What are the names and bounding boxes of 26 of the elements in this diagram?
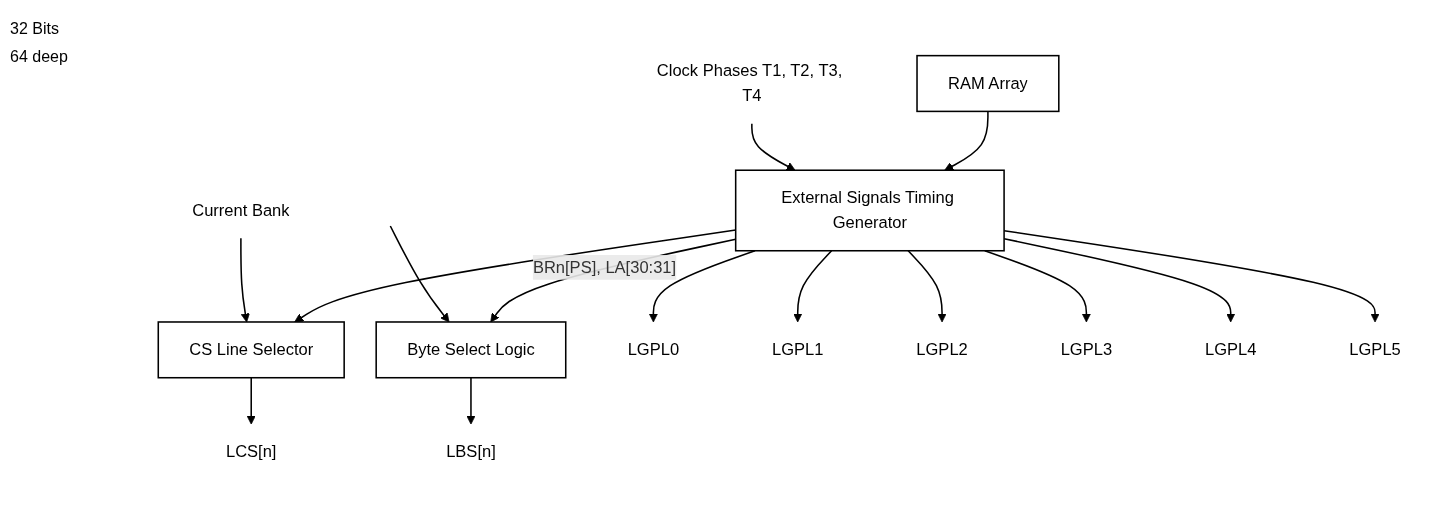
node-box: RAM Array <box>916 54 1060 113</box>
arrow <box>751 122 796 171</box>
arrow <box>907 249 947 323</box>
dimension-label: 32 Bits <box>10 20 60 38</box>
node-box: Byte Select Logic <box>375 321 567 379</box>
dimension-label: 64 deep <box>10 48 69 66</box>
arrow <box>984 249 1091 323</box>
node-text: LGPL3 <box>1060 340 1113 359</box>
node-text: LCS[n] <box>225 442 277 461</box>
arrow <box>793 249 833 323</box>
node-text: LGPL2 <box>916 340 968 359</box>
node-text: LBS[n] <box>446 442 496 461</box>
arrow <box>944 110 989 171</box>
node-text: LGPL1 <box>772 340 824 359</box>
arrow <box>246 376 256 425</box>
arrow <box>389 225 450 323</box>
node-box: CS Line Selector <box>157 321 345 379</box>
arrow <box>240 237 250 323</box>
node-text: Current Bank <box>192 201 290 219</box>
node-text: LGPL0 <box>627 340 680 359</box>
node-text: LGPL4 <box>1205 340 1257 359</box>
edge-label: BRn[PS], LA[30:31] <box>532 258 677 276</box>
node-text: Clock Phases T1, T2, T3, T4 <box>656 61 843 105</box>
arrow <box>466 376 476 425</box>
node-box: External Signals Timing Generator <box>734 169 1005 252</box>
node-text: LGPL5 <box>1349 340 1401 359</box>
